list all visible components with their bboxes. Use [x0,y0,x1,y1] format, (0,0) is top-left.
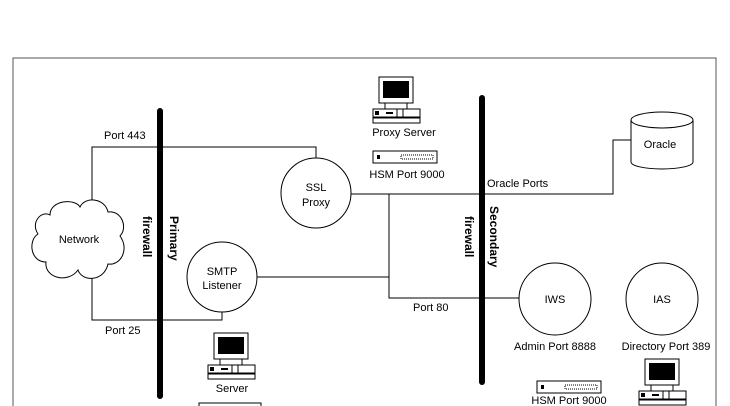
partial-device-icon [198,402,262,406]
port-80-link [388,194,519,299]
ssl-proxy-label-2: Proxy [302,197,331,209]
primary-firewall-label: firewall [140,216,154,257]
smtp-label: SMTP [207,266,238,278]
hsm-bottom-device-icon [536,380,602,394]
diagram-frame [12,57,717,406]
hsm-top-label: HSM Port 9000 [369,169,444,181]
ias-label: IAS [653,294,671,306]
directory-computer-icon [638,358,687,406]
proxy-server-computer-icon [372,76,421,124]
proxy-server-label: Proxy Server [372,127,436,139]
port-443-label: Port 443 [104,130,146,142]
hsm-device-icon [372,150,438,164]
ssl-proxy-label: SSL [306,182,327,194]
server-label: Server [216,383,249,395]
oracle-database-icon [630,111,694,170]
oracle-ports-label: Oracle Ports [487,178,549,190]
secondary-label: Secondary [487,206,501,268]
smtp-label-2: Listener [202,280,241,292]
hsm-bottom-label: HSM Port 9000 [531,395,606,406]
admin-port-label: Admin Port 8888 [514,341,596,353]
server-computer-icon [207,332,256,380]
port-25-label: Port 25 [105,325,140,337]
port-80-label: Port 80 [413,302,448,314]
directory-port-label: Directory Port 389 [622,341,711,353]
primary-label: Primary [167,216,181,261]
ssl-proxy-node [280,157,352,229]
ias-node [625,262,699,336]
network-cloud [31,199,125,279]
secondary-firewall-label: firewall [462,216,476,257]
oracle-label: Oracle [644,139,676,151]
iws-node [518,262,592,336]
iws-label: IWS [545,294,566,306]
smtp-listener-node [186,241,258,313]
network-label: Network [59,234,100,246]
port-443-link [91,146,317,207]
